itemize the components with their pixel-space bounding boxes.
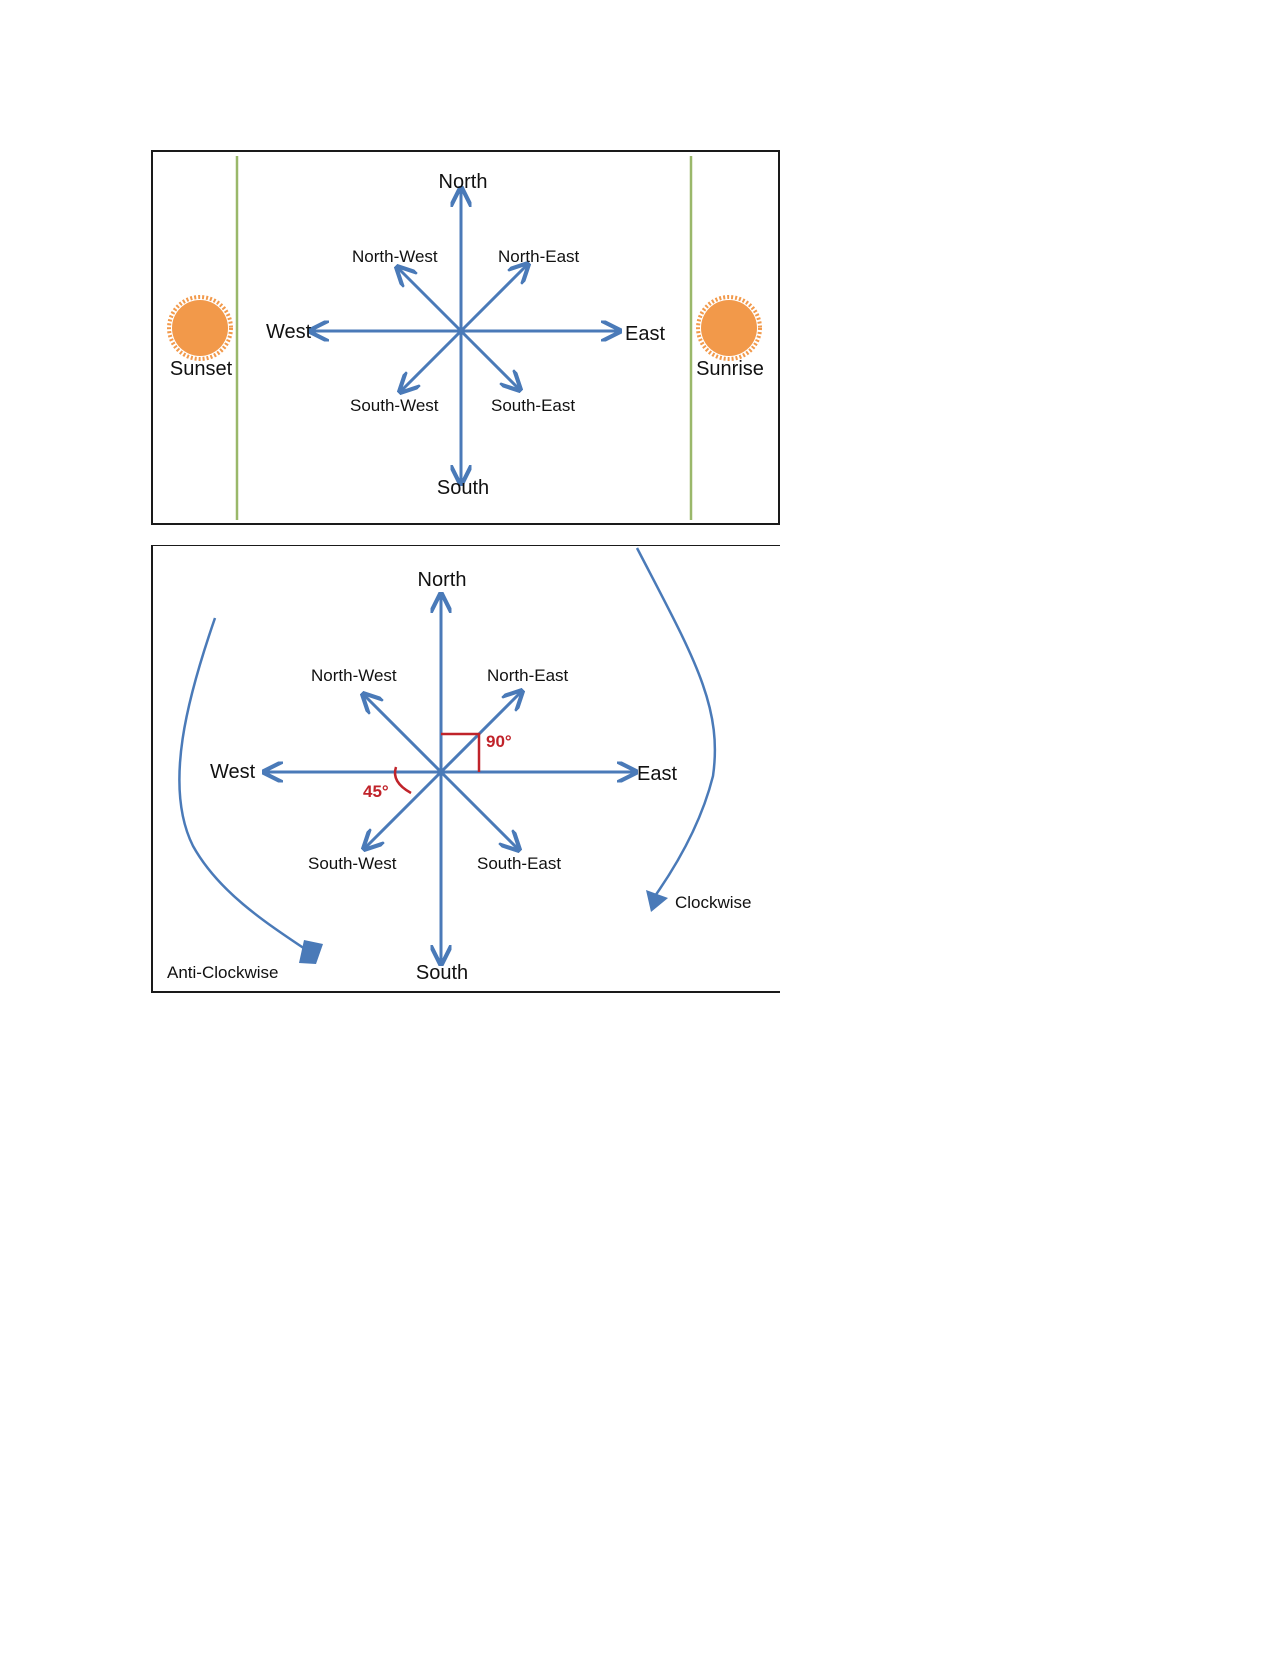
north-east-arrow <box>439 691 522 774</box>
south-west-label: South-West <box>350 396 439 415</box>
south-label: South <box>437 477 489 499</box>
clockwise-label: Clockwise <box>675 893 752 912</box>
south-west-label: South-West <box>308 854 397 873</box>
south-east-arrow <box>459 329 520 390</box>
south-west-arrow <box>364 770 443 849</box>
south-east-label: South-East <box>491 396 575 415</box>
west-label: West <box>266 321 312 343</box>
sunrise-label: Sunrise <box>696 358 764 380</box>
compass-angles-rotation-panel: 90° 45° North South East West North-East… <box>151 545 780 993</box>
south-east-arrow <box>439 770 519 850</box>
north-west-label: North-West <box>352 247 438 266</box>
north-west-arrow <box>363 694 443 774</box>
forty-five-degree-label: 45° <box>363 782 389 801</box>
north-east-label: North-East <box>498 247 580 266</box>
north-east-label: North-East <box>487 666 569 685</box>
compass-diagram-top: North South East West North-East North-W… <box>167 156 764 520</box>
north-west-arrow <box>397 267 463 333</box>
compass-sunrise-sunset-panel: North South East West North-East North-W… <box>151 150 780 525</box>
north-label: North <box>418 569 467 591</box>
half-angle-marker <box>393 766 412 795</box>
north-east-arrow <box>459 264 528 333</box>
sunset-sun-icon <box>167 295 233 361</box>
anti-clockwise-label: Anti-Clockwise <box>167 963 278 982</box>
west-label: West <box>210 761 256 783</box>
anti-clockwise-arrow <box>178 617 323 964</box>
sunset-label: Sunset <box>170 358 233 380</box>
east-label: East <box>625 323 665 345</box>
south-west-arrow <box>400 329 463 392</box>
north-label: North <box>439 171 488 193</box>
north-west-label: North-West <box>311 666 397 685</box>
east-label: East <box>637 763 677 785</box>
clockwise-arrow <box>635 547 717 912</box>
right-angle-marker <box>441 732 481 772</box>
sunrise-sun-icon <box>696 295 762 361</box>
south-label: South <box>416 962 468 984</box>
ninety-degree-label: 90° <box>486 732 512 751</box>
south-east-label: South-East <box>477 854 561 873</box>
compass-diagram-bottom: 90° 45° North South East West North-East… <box>167 547 752 984</box>
